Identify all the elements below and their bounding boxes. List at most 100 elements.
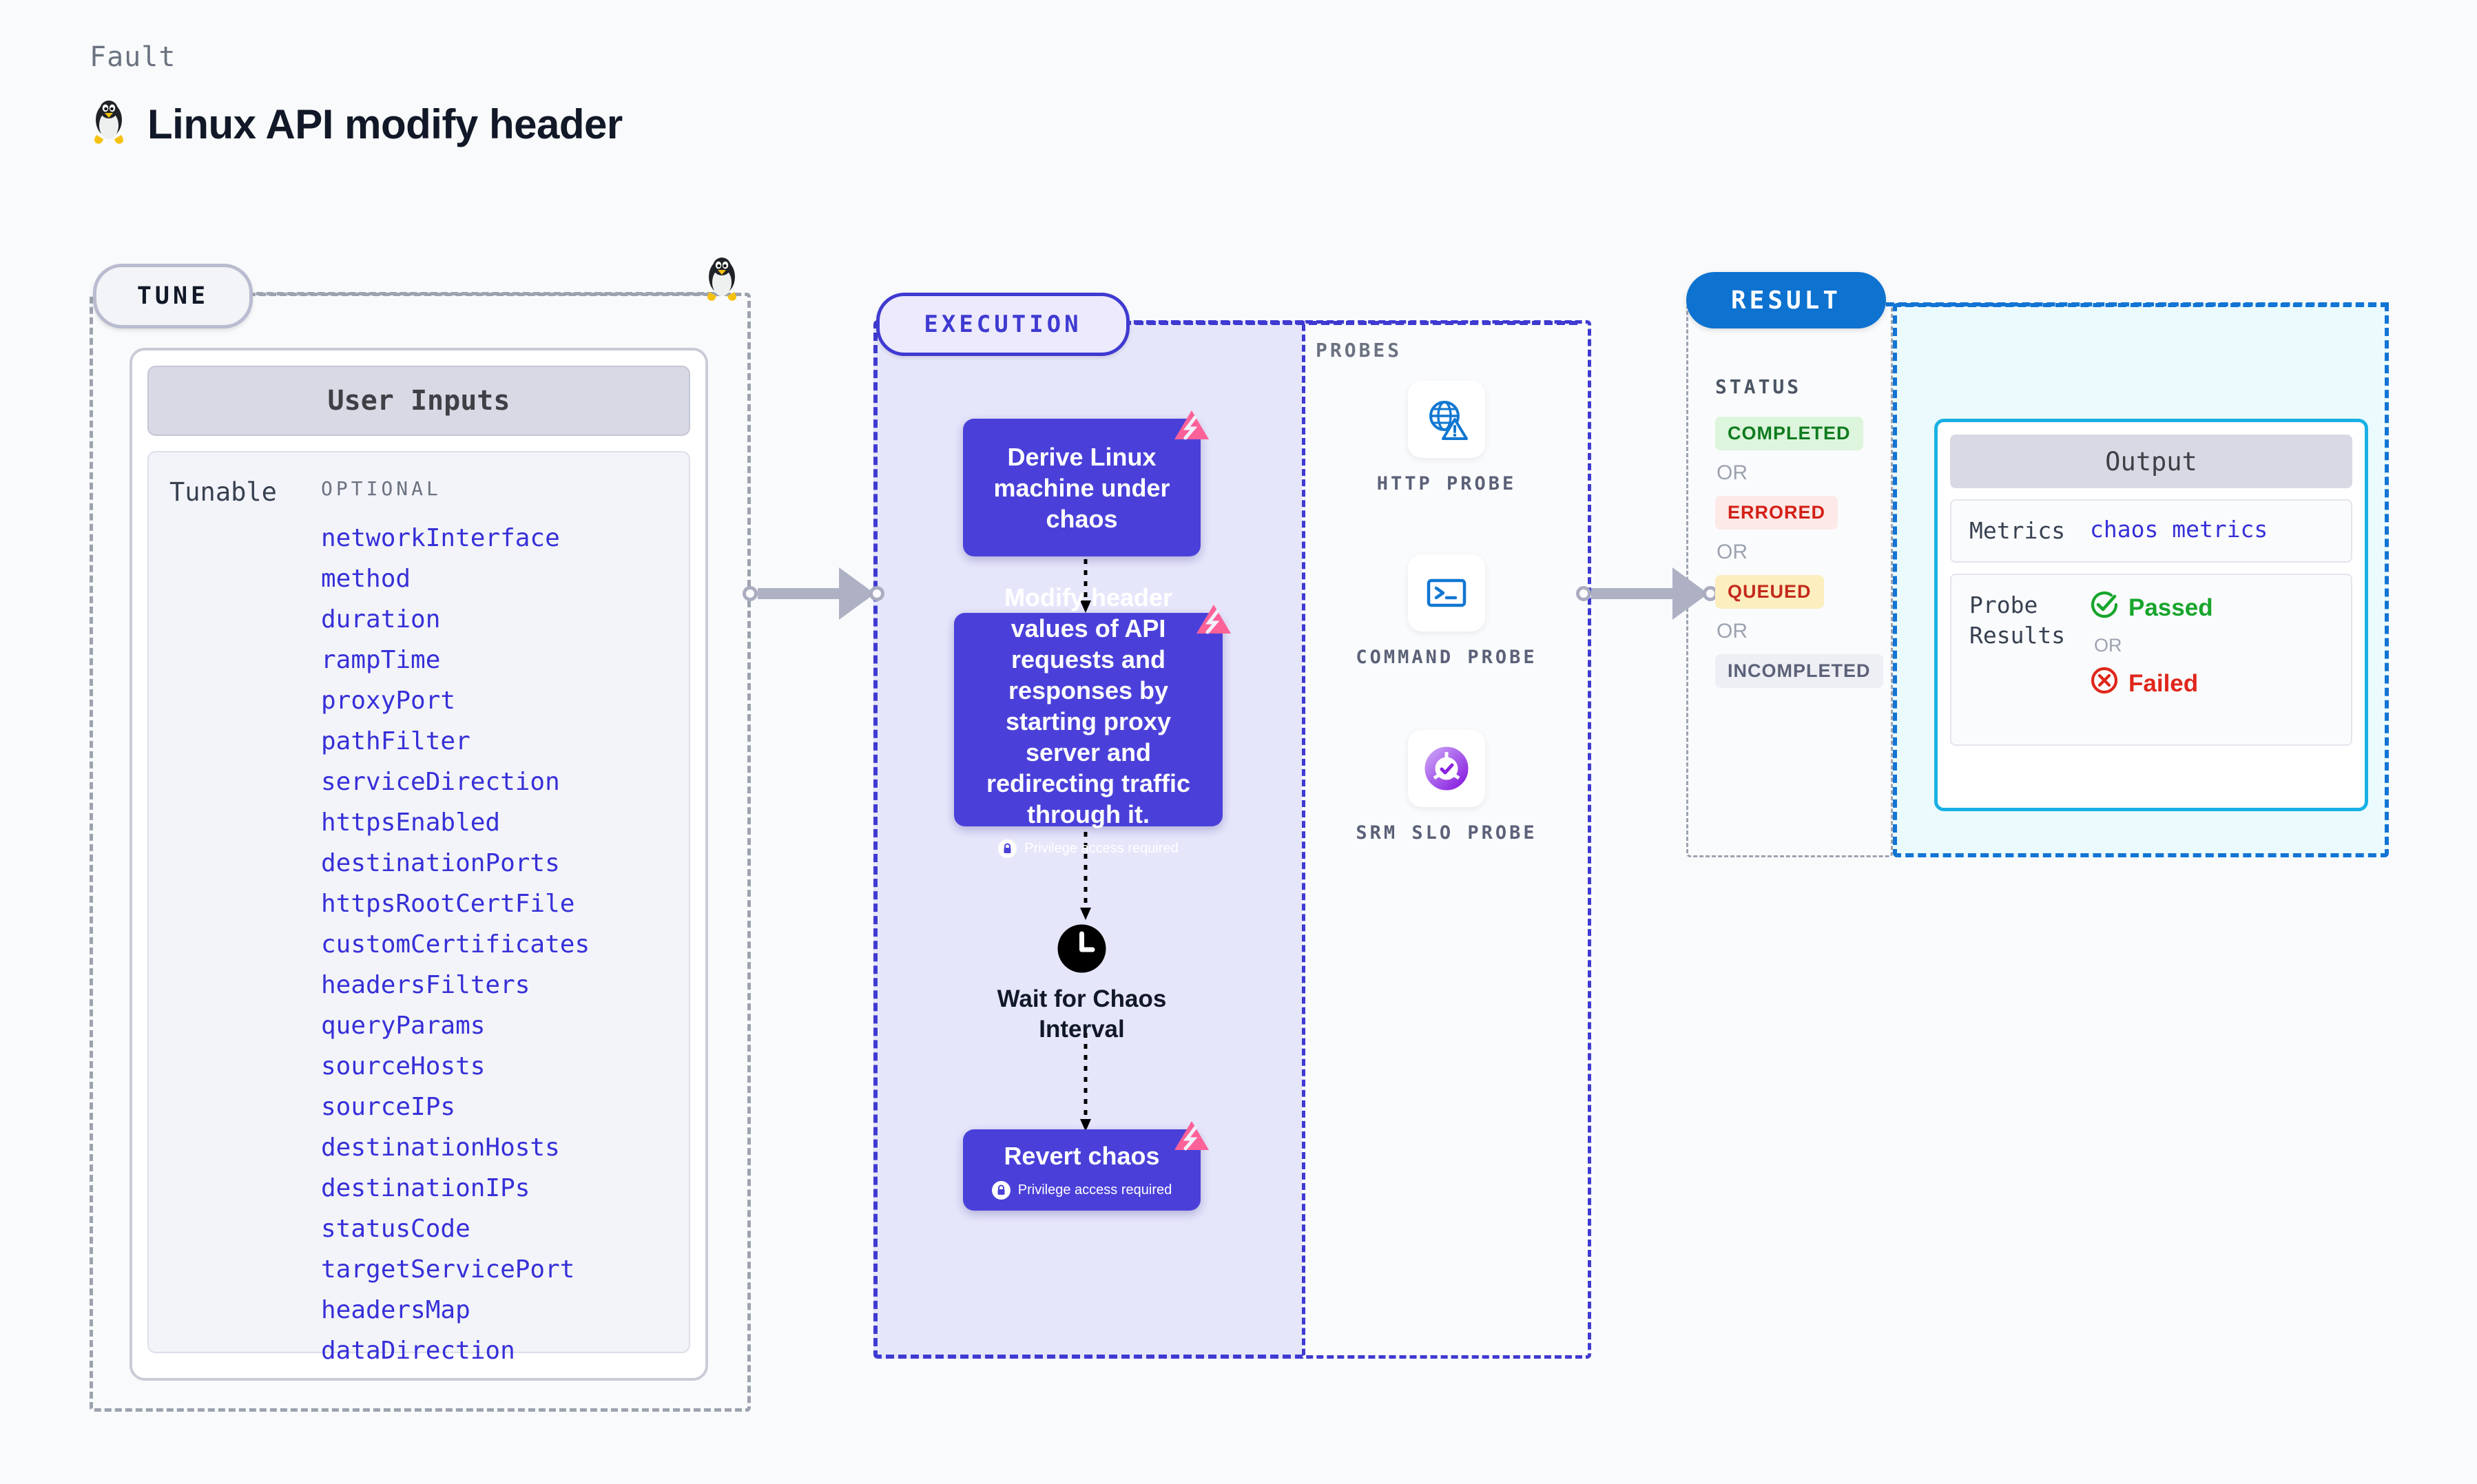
param-item[interactable]: networkInterface	[321, 524, 560, 552]
page-header: Fault Linux API modify header	[90, 41, 623, 149]
probe-http[interactable]: HTTP PROBE	[1302, 381, 1591, 497]
or-separator: OR	[1717, 461, 1748, 484]
param-item[interactable]: headersFilters	[321, 971, 530, 999]
node-title: Derive Linux machine under chaos	[993, 442, 1170, 533]
probes-label: PROBES	[1316, 339, 1402, 362]
node-title: Modify header values of API requests and…	[986, 583, 1191, 828]
chaos-fault-ribbon-icon	[1172, 408, 1212, 451]
param-item[interactable]: customCertificates	[321, 930, 590, 959]
status-list: COMPLETED OR ERRORED OR QUEUED OR INCOMP…	[1715, 417, 1883, 688]
probe-label: SRM SLO PROBE	[1356, 822, 1537, 844]
x-circle-icon	[2090, 666, 2119, 701]
or-separator: OR	[1717, 620, 1748, 642]
privilege-note: Privilege access required	[991, 1181, 1172, 1200]
param-item[interactable]: rampTime	[321, 646, 441, 674]
globe-warning-icon	[1408, 381, 1485, 458]
clock-icon	[1056, 923, 1108, 974]
terminal-icon	[1408, 554, 1485, 631]
probe-srm-slo[interactable]: SRM SLO PROBE	[1302, 730, 1591, 846]
tunable-label: Tunable	[169, 477, 277, 507]
tunable-group: Tunable OPTIONAL networkInterface method…	[147, 451, 690, 1365]
flow-node-modify-header-values[interactable]: Modify header values of API requests and…	[954, 583, 1231, 858]
output-probe-results-row: Probe Results Passed OR	[1950, 574, 2352, 746]
passed-label: Passed	[2128, 594, 2213, 621]
connector-start-dot	[743, 586, 758, 601]
node-title: Revert chaos	[1004, 1142, 1160, 1170]
execution-to-result-connector	[1576, 567, 1718, 620]
probes-panel	[1302, 320, 1591, 1359]
result-connector-line	[1886, 302, 2389, 306]
status-badge-queued: QUEUED	[1715, 575, 1824, 609]
page-kicker: Fault	[90, 41, 176, 73]
privilege-note-label: Privilege access required	[1024, 840, 1179, 856]
flow-arrow-icon	[1078, 832, 1093, 925]
slo-donut-icon	[1408, 730, 1485, 807]
failed-label: Failed	[2128, 669, 2199, 697]
param-item[interactable]: httpsRootCertFile	[321, 890, 575, 918]
param-item[interactable]: serviceDirection	[321, 768, 560, 796]
flow-node-wait-for-chaos-interval: Wait for Chaos Interval	[963, 923, 1201, 1045]
tune-to-execution-connector	[743, 567, 884, 620]
metrics-value[interactable]: chaos metrics	[2090, 516, 2268, 543]
result-badge[interactable]: RESULT	[1686, 272, 1886, 328]
connector-bar	[1591, 588, 1672, 599]
probe-label: HTTP PROBE	[1376, 473, 1517, 494]
probe-result-failed: Failed	[2090, 666, 2351, 701]
probe-result-passed: Passed	[2090, 590, 2351, 625]
connector-start-dot	[1576, 586, 1591, 601]
execution-connector-line	[1123, 321, 1577, 325]
chaos-fault-ribbon-icon	[1194, 602, 1234, 645]
lock-icon	[991, 1181, 1011, 1200]
user-inputs-title: User Inputs	[147, 366, 690, 436]
param-item[interactable]: queryParams	[321, 1012, 486, 1040]
output-title: Output	[1950, 435, 2352, 488]
status-badge-incompleted: INCOMPLETED	[1715, 654, 1883, 688]
flow-arrow-icon	[1078, 559, 1093, 618]
param-item[interactable]: method	[321, 565, 411, 593]
check-circle-icon	[2090, 590, 2119, 625]
param-item[interactable]: targetServicePort	[321, 1255, 575, 1284]
flow-arrow-icon	[1078, 1033, 1093, 1136]
connector-arrowhead-icon	[1672, 567, 1708, 620]
user-inputs-card: User Inputs Tunable OPTIONAL networkInte…	[129, 348, 708, 1381]
param-item[interactable]: sourceIPs	[321, 1093, 456, 1121]
connector-end-dot	[869, 586, 884, 601]
output-card: Output Metrics chaos metrics Probe Resul…	[1934, 419, 2368, 811]
privilege-note: Privilege access required	[998, 839, 1179, 858]
param-item[interactable]: destinationPorts	[321, 849, 560, 877]
tunable-param-list: OPTIONAL networkInterface method duratio…	[321, 477, 689, 1365]
tune-badge[interactable]: TUNE	[93, 264, 253, 328]
param-item[interactable]: statusCode	[321, 1215, 470, 1243]
status-label: STATUS	[1715, 375, 1802, 398]
lock-icon	[998, 839, 1017, 858]
param-item[interactable]: headersMap	[321, 1296, 470, 1324]
or-separator: OR	[2094, 635, 2122, 656]
wait-label: Wait for Chaos Interval	[997, 985, 1167, 1043]
flow-node-derive-linux-machine[interactable]: Derive Linux machine under chaos	[963, 410, 1209, 556]
page-title: Linux API modify header	[147, 101, 623, 147]
title-row: Linux API modify header	[90, 99, 623, 149]
flow-node-revert-chaos[interactable]: Revert chaos Privilege access required	[963, 1121, 1209, 1211]
connector-bar	[758, 588, 839, 599]
status-badge-errored: ERRORED	[1715, 496, 1838, 530]
linux-penguin-icon	[703, 256, 741, 306]
probe-command[interactable]: COMMAND PROBE	[1302, 554, 1591, 670]
param-item[interactable]: sourceHosts	[321, 1052, 486, 1080]
execution-badge[interactable]: EXECUTION	[876, 293, 1130, 356]
param-item[interactable]: duration	[321, 605, 441, 634]
param-item[interactable]: dataDirection	[321, 1337, 515, 1365]
optional-label: OPTIONAL	[321, 477, 442, 500]
metrics-key: Metrics	[1969, 517, 2066, 544]
linux-penguin-icon	[90, 99, 128, 149]
tune-connector-line	[246, 292, 714, 295]
param-item[interactable]: httpsEnabled	[321, 808, 501, 837]
param-item[interactable]: proxyPort	[321, 687, 456, 715]
param-item[interactable]: pathFilter	[321, 727, 470, 755]
param-item[interactable]: destinationHosts	[321, 1133, 560, 1162]
probe-results-key: Probe Results	[1969, 592, 2066, 649]
probe-label: COMMAND PROBE	[1356, 647, 1537, 668]
output-metrics-row: Metrics chaos metrics	[1950, 499, 2352, 563]
chaos-fault-ribbon-icon	[1172, 1118, 1212, 1162]
status-badge-completed: COMPLETED	[1715, 417, 1863, 450]
param-item[interactable]: destinationIPs	[321, 1174, 530, 1202]
